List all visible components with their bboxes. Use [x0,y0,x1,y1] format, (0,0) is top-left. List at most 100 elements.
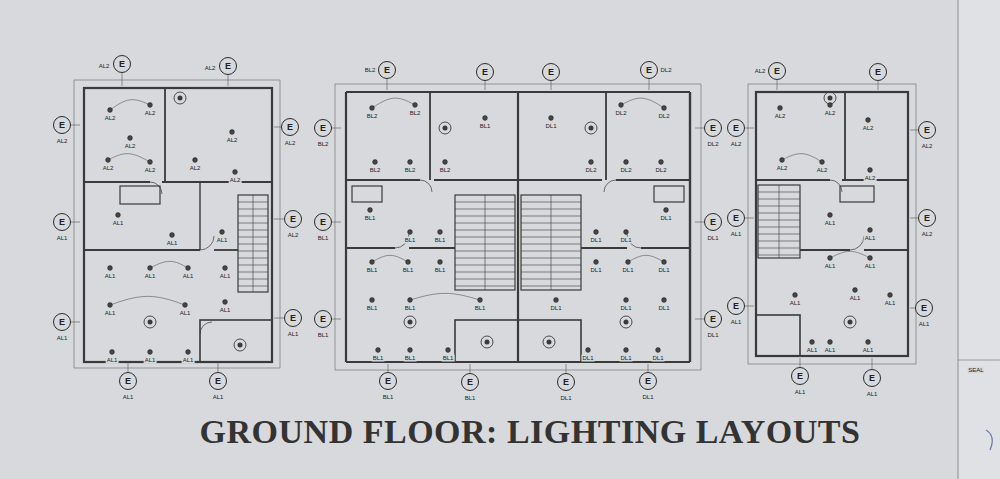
grid-bubble: E [378,61,396,79]
grid-bubble: E [918,121,936,139]
grid-line [128,362,129,372]
light-point [408,298,413,303]
room-outline [455,320,518,362]
grid-line [910,218,918,219]
light-point [820,160,825,165]
fixture-label: DL1 [589,237,602,244]
grid-line [910,130,918,131]
grid-line [387,79,388,90]
grid-bubble: E [727,119,745,137]
fixture-label: DL2 [614,110,627,117]
grid-letter: E [563,377,569,387]
grid-letter: E [290,214,296,224]
light-point [624,230,629,235]
light-point [443,160,448,165]
fixture-label: AL2 [144,167,157,174]
grid-line [274,127,281,128]
grid-line [566,364,567,373]
fixture-label: AL2 [862,125,875,132]
wall-line [434,179,518,181]
grid-line [274,318,284,319]
fixture-label: AL1 [104,273,117,280]
grid-letter: E [125,376,131,386]
grid-label: AL1 [56,335,69,342]
grid-bubble: E [542,63,560,81]
title-panel [958,0,1000,479]
fixture-label: BL1 [474,305,487,312]
grid-line [71,222,80,223]
fixture-label: AL1 [216,237,229,244]
stamp-mark [986,430,992,450]
fixture-label: BL1 [404,305,417,312]
grid-line [695,319,704,320]
grid-bubble: E [53,213,71,231]
stair-line [253,195,254,292]
fixture-label: AL2 [189,165,202,172]
fixture-label: BL2 [409,110,422,117]
light-point [446,348,451,353]
grid-line [648,364,649,372]
wall-line [641,247,690,249]
cupboard-outline [120,186,160,204]
grid-line [71,125,80,126]
light-fitting-symbol [589,126,594,131]
grid-line [332,222,341,223]
fixture-label: AL1 [789,300,802,307]
grid-letter: E [875,67,881,77]
light-point [183,303,188,308]
panel-line [958,360,1000,361]
switch-wire [621,98,664,108]
light-fitting-symbol [485,340,490,345]
light-point [110,350,115,355]
door-swing [420,180,432,192]
light-point [370,106,375,111]
light-point [828,256,833,261]
grid-letter: E [645,376,651,386]
fixture-label: AL2 [104,115,117,122]
fixture-label: BL1 [366,267,379,274]
light-point [483,116,488,121]
light-point [853,288,858,293]
grid-line [274,219,284,220]
stair-outline [521,195,581,290]
fixture-label: DL1 [589,267,602,274]
light-point [413,103,418,108]
light-point [148,160,153,165]
light-point [780,158,785,163]
grid-letter: E [59,217,65,227]
light-point [624,348,629,353]
fixture-label: BL1 [404,355,417,362]
fixture-label: DL1 [549,305,562,312]
grid-letter: E [924,125,930,135]
light-point [368,208,373,213]
light-point [619,103,624,108]
light-point [793,293,798,298]
fixture-label: DL1 [619,355,632,362]
door-swing [850,236,864,250]
grid-label: AL2 [204,65,217,72]
door-swing [150,182,162,194]
grid-letter: E [924,213,930,223]
grid-bubble: E [639,372,657,390]
grid-bubble: E [704,310,722,328]
light-point [170,233,175,238]
fixture-label: BL2 [366,113,379,120]
light-point [106,158,111,163]
grid-label: AL2 [284,140,297,147]
grid-bubble: E [704,213,722,231]
light-point [186,350,191,355]
grid-bubble: E [314,119,332,137]
light-point [810,340,815,345]
grid-label: BL1 [317,332,330,339]
wall-line [346,91,518,93]
grid-line [872,358,873,369]
light-point [549,116,554,121]
fixture-label: AL2 [144,110,157,117]
wall-line [756,179,830,181]
light-point [438,230,443,235]
fixture-label: DL1 [657,305,670,312]
fixture-label: DL1 [619,305,632,312]
grid-label: DL2 [706,141,719,148]
fixture-label: AL1 [166,240,179,247]
fixture-label: AL1 [179,310,192,317]
